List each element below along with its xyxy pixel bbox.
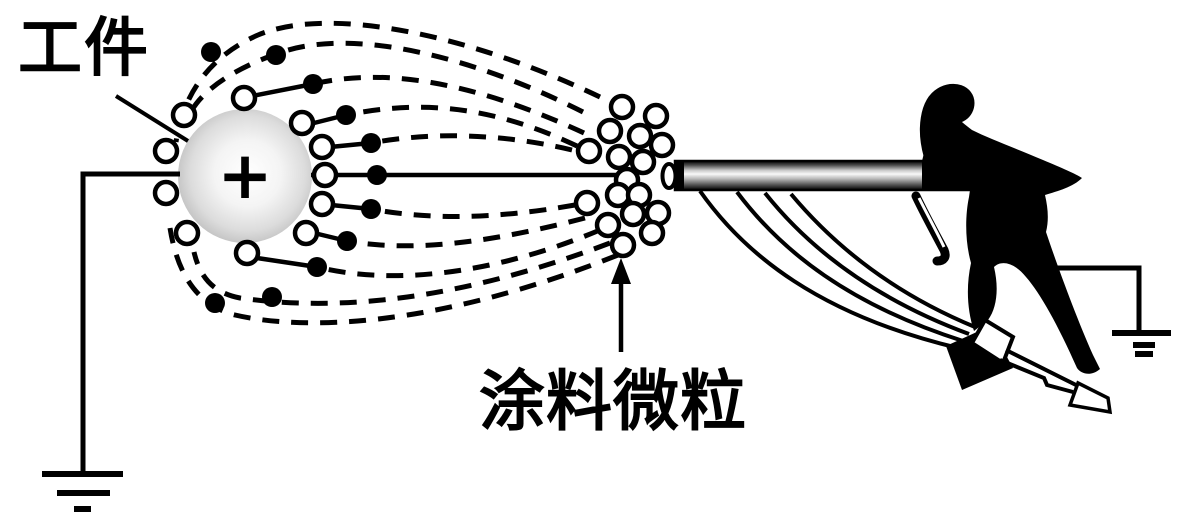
hose-tail bbox=[999, 358, 1074, 394]
spray-particle bbox=[638, 219, 666, 247]
workpiece-pointer-line bbox=[114, 94, 190, 143]
charged-particle-dot bbox=[336, 105, 356, 125]
field-line bbox=[191, 240, 611, 306]
ground-wire-left bbox=[42, 171, 180, 512]
charged-particle-dot bbox=[367, 165, 387, 185]
nozzle-opening bbox=[660, 162, 678, 190]
spray-gun bbox=[673, 83, 1113, 415]
spray-cluster-group bbox=[573, 93, 676, 259]
charged-particles-group bbox=[201, 42, 387, 313]
spray-particle bbox=[575, 137, 603, 165]
ground-wire-right bbox=[1040, 265, 1171, 357]
spray-particle bbox=[608, 93, 636, 121]
spray-particle bbox=[642, 102, 670, 130]
hose-tail bbox=[1005, 348, 1081, 389]
hose bbox=[763, 191, 970, 336]
deposited-particle bbox=[292, 219, 320, 247]
field-lines-group bbox=[167, 20, 620, 326]
particles-arrow bbox=[611, 258, 631, 352]
hose-lines bbox=[698, 189, 976, 350]
gun-hook bbox=[919, 83, 975, 162]
charged-particle-dot bbox=[266, 45, 286, 65]
charged-particle-dot bbox=[201, 42, 221, 62]
field-line bbox=[346, 215, 586, 249]
hose bbox=[789, 192, 976, 329]
field-line bbox=[345, 104, 579, 149]
gun-barrel-tip bbox=[674, 160, 684, 191]
ground-icon-left bbox=[42, 471, 123, 512]
gun-body bbox=[922, 90, 1100, 374]
hose-tails bbox=[999, 348, 1113, 415]
deposited-particle bbox=[152, 137, 180, 165]
deposited-particle bbox=[308, 190, 336, 218]
deposited-particle bbox=[288, 109, 316, 137]
charged-particle-dot bbox=[307, 257, 327, 277]
deposited-particle bbox=[230, 84, 258, 112]
charged-particle-dot bbox=[337, 231, 357, 251]
hose-end-fitting bbox=[1067, 380, 1113, 415]
wire bbox=[1040, 265, 1142, 331]
wire bbox=[80, 171, 180, 471]
spray-particle bbox=[626, 122, 654, 150]
spray-particle bbox=[609, 231, 637, 259]
spray-particle bbox=[596, 117, 624, 145]
deposited-particle bbox=[311, 161, 339, 189]
field-line bbox=[173, 20, 602, 143]
spray-particle bbox=[604, 181, 632, 209]
deposited-particle bbox=[173, 219, 201, 247]
field-line bbox=[189, 40, 585, 115]
field-line-stub bbox=[251, 81, 314, 99]
field-line bbox=[370, 202, 576, 219]
charged-particle-dot bbox=[361, 199, 381, 219]
spray-particle bbox=[619, 200, 647, 228]
plus-charge-sign: + bbox=[217, 137, 272, 214]
charged-particle-dot bbox=[361, 133, 381, 153]
charged-particle-dot bbox=[262, 287, 282, 307]
deposited-particle bbox=[170, 101, 198, 129]
spray-particle bbox=[629, 148, 657, 176]
spray-particle bbox=[648, 131, 676, 159]
field-line bbox=[316, 227, 601, 279]
spray-particle bbox=[594, 211, 622, 239]
deposited-particle bbox=[308, 133, 336, 161]
spray-particle bbox=[605, 143, 633, 171]
gun-trigger bbox=[911, 191, 950, 266]
paint-particles-label: 涂料微粒 bbox=[479, 366, 747, 439]
arrow-up-icon bbox=[611, 258, 631, 284]
deposited-particles-group bbox=[152, 84, 339, 267]
hose bbox=[698, 189, 959, 350]
spray-particle bbox=[573, 189, 601, 217]
charged-particle-dot bbox=[205, 293, 225, 313]
field-line bbox=[370, 133, 573, 153]
deposited-particle bbox=[152, 179, 180, 207]
deposited-particle bbox=[233, 239, 261, 267]
charged-particle-dot bbox=[303, 74, 323, 94]
field-line bbox=[167, 227, 619, 326]
workpiece-sphere bbox=[178, 109, 312, 243]
ground-icon-right bbox=[1112, 330, 1171, 357]
hose bbox=[735, 190, 964, 343]
field-line-stub bbox=[256, 255, 318, 270]
field-line bbox=[312, 74, 586, 136]
workpiece-label: 工件 bbox=[18, 13, 150, 84]
